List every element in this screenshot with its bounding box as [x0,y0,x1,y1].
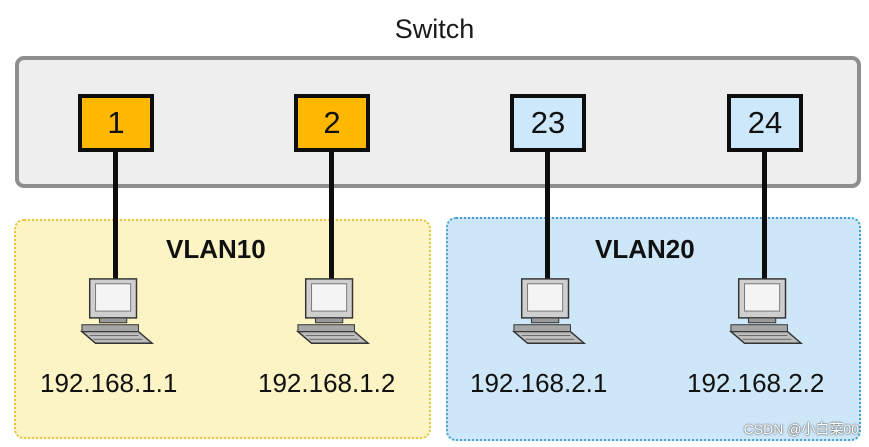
cable-port-2 [329,152,334,281]
switch-chassis [15,56,861,188]
host-ip-address: 192.168.2.1 [470,368,608,398]
switch-port-24[interactable]: 24 [727,94,803,152]
switch-port-23[interactable]: 23 [510,94,586,152]
switch-port-1[interactable]: 1 [78,94,154,152]
host-ip-address: 192.168.1.1 [40,368,178,398]
switch-port-2[interactable]: 2 [294,94,370,152]
cable-port-1 [113,152,118,281]
computer-icon[interactable] [294,275,372,353]
host-ip-address: 192.168.2.2 [687,368,825,398]
computer-icon[interactable] [78,275,156,353]
switch-title: Switch [394,14,475,44]
watermark: CSDN @小白菜00 [743,421,859,437]
vlan10-label: VLAN10 [166,234,266,264]
computer-icon[interactable] [510,275,588,353]
cable-port-23 [545,152,550,281]
computer-icon[interactable] [727,275,805,353]
vlan20-label: VLAN20 [595,234,695,264]
cable-port-24 [762,152,767,281]
host-ip-address: 192.168.1.2 [258,368,396,398]
